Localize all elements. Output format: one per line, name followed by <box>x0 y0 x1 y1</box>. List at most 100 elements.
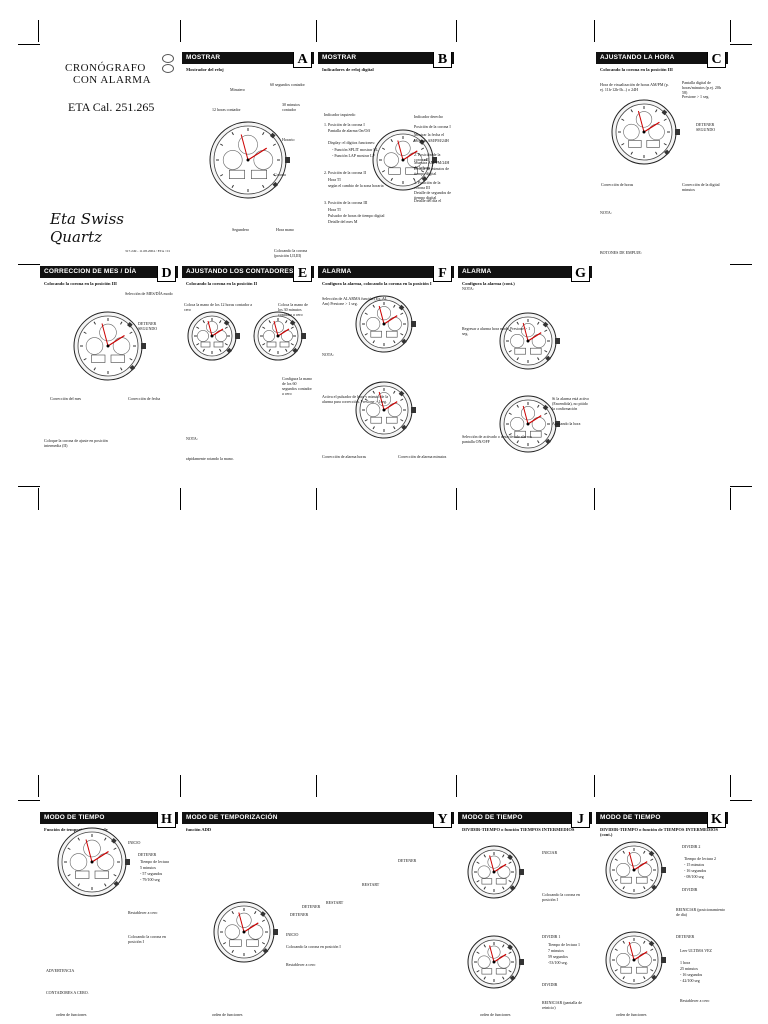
panel-label: BOTONES DE EMPUJE: <box>600 250 642 255</box>
panel-label: INICIO <box>128 840 141 845</box>
panel-label: DETENER SEGUNDO <box>696 122 716 132</box>
crop-mark <box>180 488 181 510</box>
crop-mark <box>730 44 752 45</box>
panel-label: Corrección de alarma minutos <box>398 454 447 459</box>
panel-label: - 79/100 seg <box>140 877 160 882</box>
panel-label: Posición de la corona I <box>414 124 451 129</box>
panel-label: - Función SPLIT mostrar SL <box>332 147 378 152</box>
panel-label: Corrección de alarma horas <box>322 454 367 459</box>
panel-label: 1. Posición de la corona I <box>324 122 365 127</box>
panel-header: MOSTRAR <box>318 52 454 64</box>
panel-label: Indicador izquierdo <box>324 112 356 117</box>
crop-mark <box>18 486 40 487</box>
watch-dial-icon <box>605 931 666 989</box>
panel-subtitle: Configura la alarma, colocando la corona… <box>322 281 432 286</box>
panel-label: Regresar a alarma hora modo Presione > 1… <box>462 326 531 336</box>
panel-subtitle: Configura la alarma (cont.) <box>462 281 515 286</box>
watch-dial-icon <box>253 311 306 361</box>
watch-dial-icon <box>187 311 240 361</box>
panel-label: 59 segundos <box>548 954 568 959</box>
panel-label: 2. Posición de la corona II <box>324 170 366 175</box>
panel-label: REINICIAR (pantalla de reinicio) <box>542 1000 582 1010</box>
panel-label: Horario <box>282 137 295 142</box>
crop-mark <box>730 488 731 510</box>
panel-label: - 15 minutos <box>684 862 705 867</box>
panel-label: DIVIDIR 2 <box>682 844 701 849</box>
crop-mark <box>456 488 457 510</box>
panel-letter: J <box>571 812 590 828</box>
panel-label: Corona <box>274 172 286 177</box>
panel-letter: B <box>433 52 452 68</box>
watch-dial-icon <box>499 312 560 370</box>
panel-subtitle: DIVIDIR-TIEMPO o función de TIEMPOS INTE… <box>600 827 719 837</box>
panel-label: Configura la mano de los 60 segundos con… <box>282 376 312 396</box>
panel-letter: Y <box>433 812 452 828</box>
panel-label: 12 horas contador <box>212 107 241 112</box>
panel-label: 5 minutos <box>140 865 156 870</box>
panel-label: 25 minutos <box>680 966 698 971</box>
panel-label: Pulsador de horas de tiempo digital <box>328 213 385 218</box>
crop-mark <box>38 20 39 42</box>
crop-mark <box>38 488 39 510</box>
panel-label: Hora TI <box>328 177 341 182</box>
logo-seal-icon <box>162 64 174 73</box>
panel-label: ADVERTENCIA <box>46 968 75 973</box>
panel-label: 2. Posición de la corona II <box>414 152 441 162</box>
panel-label: 60 segundos contador <box>270 82 305 87</box>
crop-mark <box>730 775 731 797</box>
panel-label: Hora mano <box>276 227 294 232</box>
panel-label: Indicador derecho <box>414 114 443 119</box>
panel-subtitle: Colocando la corona en la posición III <box>600 67 673 72</box>
watch-dial-icon <box>73 311 146 381</box>
panel-label: Detalle del mes M <box>328 219 358 224</box>
panel-label: INICIAR <box>542 850 558 855</box>
panel-label: según el cambio de la zona horaria <box>328 183 384 188</box>
panel-header: MODO DE TIEMPO <box>596 812 728 824</box>
panel-label: Presione > 1 seg. <box>682 94 710 99</box>
panel-label: Activa el pulsador de hora y minuto de l… <box>322 394 389 404</box>
panel-label: Selección de activado o desactivado alar… <box>462 434 532 444</box>
panel-label: Mostrar la fecha el <box>414 132 445 137</box>
panel-label: RESTART <box>362 882 380 887</box>
panel-header: CORRECCION DE MES / DÍA <box>40 266 178 278</box>
panel-label: -53/100 seg. <box>548 960 568 965</box>
panel-label: DIVIDIR <box>542 982 558 987</box>
panel-label: orden de funciones <box>56 1012 87 1017</box>
crop-mark <box>594 775 595 797</box>
panel-label: INICIO <box>286 932 299 937</box>
panel-label: - 16 segundos <box>680 972 703 977</box>
crop-mark <box>730 20 731 42</box>
panel-label: DETENER SEGUNDO <box>138 321 158 331</box>
panel-label: NOTA: <box>322 352 334 357</box>
panel-letter: F <box>433 266 452 282</box>
panel-label: Selección de MES/DÍA modo <box>125 291 173 296</box>
cover-model: ETA Cal. 251.265 <box>68 100 155 114</box>
panel-label: Pantalla digital de horas/minutos (p.ej.… <box>682 80 721 95</box>
logo-seal-icon <box>162 54 174 63</box>
crop-mark <box>594 20 595 42</box>
panel-label: orden de funciones <box>480 1012 511 1017</box>
panel-label: Coloca la mano de los 12 horas contador … <box>184 302 252 312</box>
panel-label: Hora de visualización de horas AM/PM (p.… <box>600 82 669 92</box>
panel-subtitle: función ADD <box>186 827 212 832</box>
crop-mark <box>316 20 317 42</box>
panel-label: Restablecer a cero <box>286 962 316 967</box>
panel-label: Colocando la corona en posición I <box>286 944 341 949</box>
crop-mark <box>730 486 752 487</box>
watch-dial-icon <box>355 295 416 353</box>
panel-letter: G <box>571 266 590 282</box>
panel-letter: K <box>707 812 726 828</box>
panel-label: Colocando la corona (posición I,II,III) <box>274 248 308 258</box>
panel-label: DETENER <box>138 852 157 857</box>
panel-subtitle: Colocando la corona en la posición II <box>186 281 258 286</box>
panel-label: Coloque la corona de ajuste en posición … <box>44 438 108 448</box>
crop-mark <box>180 20 181 42</box>
panel-label: orden de funciones <box>616 1012 647 1017</box>
crop-mark <box>730 264 752 265</box>
crop-mark <box>316 775 317 797</box>
